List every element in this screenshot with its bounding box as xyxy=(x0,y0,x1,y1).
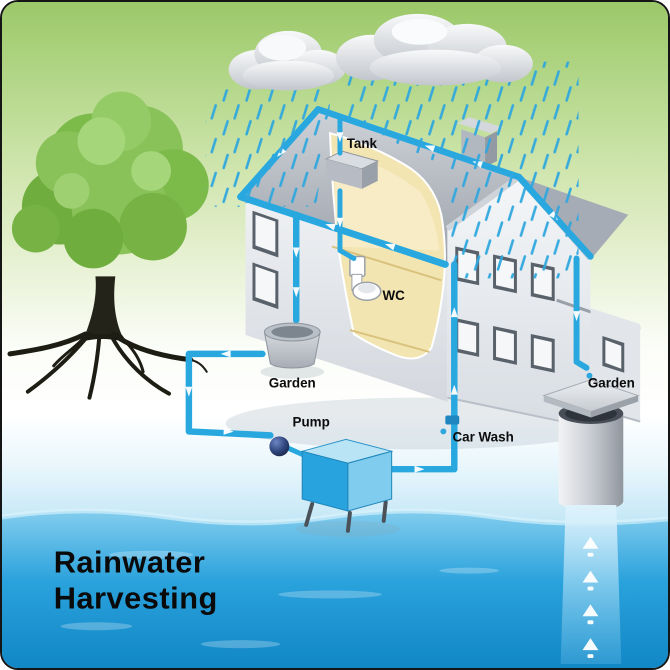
rain-right xyxy=(344,61,579,279)
car-wash-label: Car Wash xyxy=(452,429,513,444)
window xyxy=(493,326,517,365)
garden-right-label: Garden xyxy=(588,376,635,391)
pipe-tank-to-wc xyxy=(337,188,357,261)
recharge-beam xyxy=(560,504,622,665)
garden-pot xyxy=(260,322,325,379)
pipe-riser-carwash xyxy=(382,261,458,473)
tree-roots xyxy=(7,331,208,400)
window xyxy=(252,210,279,258)
well-shaft xyxy=(558,413,624,511)
pump xyxy=(269,436,290,457)
recharge-arrows xyxy=(582,536,599,659)
tree-trunk xyxy=(85,276,122,335)
well xyxy=(542,379,640,665)
tank-label: Tank xyxy=(347,136,378,151)
tank-legs xyxy=(304,500,388,533)
cloud-right xyxy=(335,13,533,86)
pipe-downpipe-right xyxy=(573,255,590,371)
storage-tank xyxy=(296,438,400,537)
title-line-1: Rainwater xyxy=(54,545,206,580)
garden-left-label: Garden xyxy=(269,376,316,391)
cloud-left xyxy=(228,30,346,91)
window xyxy=(530,334,555,373)
garden-tap-right xyxy=(586,372,593,379)
pump-label: Pump xyxy=(293,414,330,429)
pipe-pump-to-tank xyxy=(283,444,307,458)
window xyxy=(455,318,480,357)
tree-canopy xyxy=(11,91,209,269)
water-tank xyxy=(324,150,380,189)
wc-label: WC xyxy=(382,288,405,303)
car-wash-tap xyxy=(440,415,460,435)
pipe-gutter xyxy=(237,193,449,268)
title-line-2: Harvesting xyxy=(54,580,218,615)
well-roof xyxy=(542,379,640,418)
groundwater xyxy=(2,508,668,668)
window xyxy=(602,335,625,373)
tree xyxy=(7,91,209,400)
window xyxy=(252,262,279,310)
wc-toilet xyxy=(349,255,382,301)
rain-left xyxy=(205,89,333,207)
